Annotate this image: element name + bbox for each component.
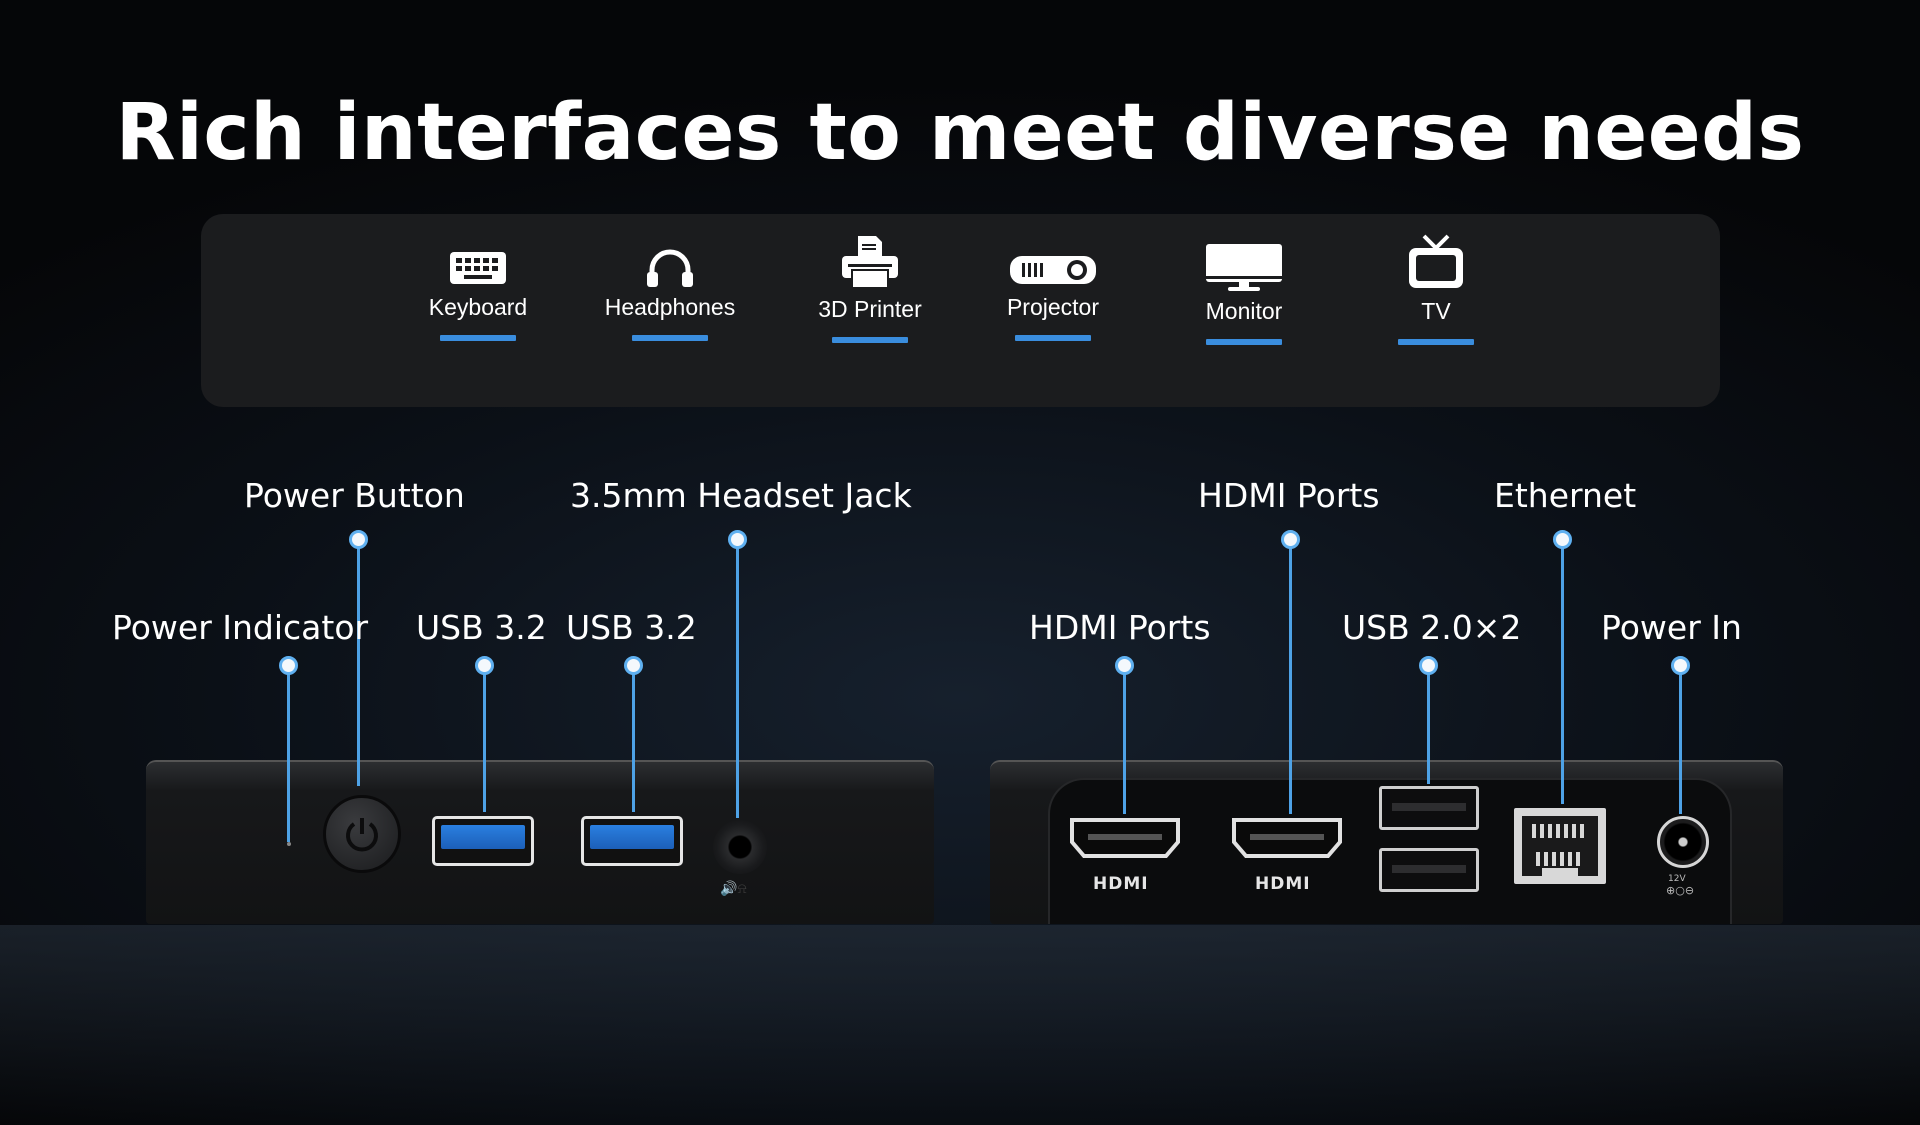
- hdmi-logo: HDMI: [1093, 874, 1149, 894]
- monitor-icon: [1206, 244, 1282, 291]
- ethernet-port: [1514, 808, 1606, 884]
- callout-line-power-button: [357, 540, 360, 786]
- usb-2-0-port-1: [1379, 786, 1479, 830]
- device-label: TV: [1421, 298, 1451, 324]
- dc-rating-label: 12V: [1668, 874, 1686, 884]
- callout-line-hdmi-a: [1123, 666, 1126, 814]
- projector-icon: [1010, 256, 1096, 284]
- label-headset-jack: 3.5mm Headset Jack: [570, 476, 912, 515]
- device-underline: [1015, 335, 1091, 341]
- device-tv: TV: [1356, 234, 1516, 345]
- label-hdmi-a: HDMI Ports: [1029, 608, 1211, 647]
- device-monitor: Monitor: [1164, 244, 1324, 345]
- keyboard-icon: [450, 252, 506, 284]
- hdmi-port-2: [1232, 818, 1342, 858]
- hdmi-port-1: [1070, 818, 1180, 858]
- device-underline: [632, 335, 708, 341]
- device-strip: [201, 214, 1720, 407]
- device-keyboard: Keyboard: [398, 248, 558, 341]
- usb-2-0-port-2: [1379, 848, 1479, 892]
- callout-line-usb-b: [632, 666, 635, 812]
- power-indicator-led: [287, 842, 291, 846]
- device-label: Headphones: [604, 294, 736, 320]
- label-power-indicator: Power Indicator: [112, 608, 369, 647]
- power-icon: [346, 818, 378, 852]
- printer-icon: [842, 236, 898, 289]
- callout-line-headset: [736, 540, 739, 818]
- callout-dot-hdmi-b: [1281, 530, 1300, 549]
- device-underline: [440, 335, 516, 341]
- callout-dot-power-in: [1671, 656, 1690, 675]
- callout-dot-usb2: [1419, 656, 1438, 675]
- device-underline: [1206, 339, 1282, 345]
- label-power-button: Power Button: [244, 476, 465, 515]
- front-panel: [146, 760, 934, 924]
- callout-dot-usb-b: [624, 656, 643, 675]
- device-underline: [1398, 339, 1474, 345]
- callout-line-power-indicator: [287, 666, 290, 842]
- callout-dot-usb-a: [475, 656, 494, 675]
- headset-jack: [713, 820, 767, 874]
- label-usb-a: USB 3.2: [416, 608, 547, 647]
- device-label: Monitor: [1205, 298, 1283, 324]
- usb-3-2-port-1: [432, 816, 534, 866]
- callout-line-usb-a: [483, 666, 486, 812]
- usb-3-2-port-2: [581, 816, 683, 866]
- label-usb-b: USB 3.2: [566, 608, 697, 647]
- device-projector: Projector: [973, 248, 1133, 341]
- floor-reflection: [0, 925, 1920, 1125]
- device-label: Projector: [1006, 294, 1100, 320]
- callout-line-hdmi-b: [1289, 540, 1292, 814]
- callout-line-usb2: [1427, 666, 1430, 784]
- callout-line-ethernet: [1561, 540, 1564, 804]
- label-power-in: Power In: [1601, 608, 1742, 647]
- dc-power-jack: [1657, 816, 1709, 868]
- device-label: 3D Printer: [818, 296, 922, 322]
- label-usb-2-0: USB 2.0×2: [1342, 608, 1522, 647]
- page-title: Rich interfaces to meet diverse needs: [115, 88, 1805, 178]
- device-headphones: Headphones: [590, 248, 750, 341]
- hdmi-logo: HDMI: [1255, 874, 1311, 894]
- callout-dot-power-button: [349, 530, 368, 549]
- headphones-icon: [647, 249, 693, 287]
- callout-dot-headset: [728, 530, 747, 549]
- label-hdmi-b: HDMI Ports: [1198, 476, 1380, 515]
- power-button[interactable]: [323, 795, 401, 873]
- tv-icon: [1409, 234, 1463, 288]
- headset-symbol-icon: 🔊⍾: [720, 881, 747, 897]
- device-label: Keyboard: [428, 294, 528, 320]
- callout-dot-hdmi-a: [1115, 656, 1134, 675]
- label-ethernet: Ethernet: [1494, 476, 1637, 515]
- callout-dot-ethernet: [1553, 530, 1572, 549]
- callout-line-power-in: [1679, 666, 1682, 814]
- callout-dot-power-indicator: [279, 656, 298, 675]
- device-underline: [832, 337, 908, 343]
- polarity-icon: ⊕○⊖: [1666, 884, 1695, 897]
- device-3d-printer: 3D Printer: [790, 236, 950, 343]
